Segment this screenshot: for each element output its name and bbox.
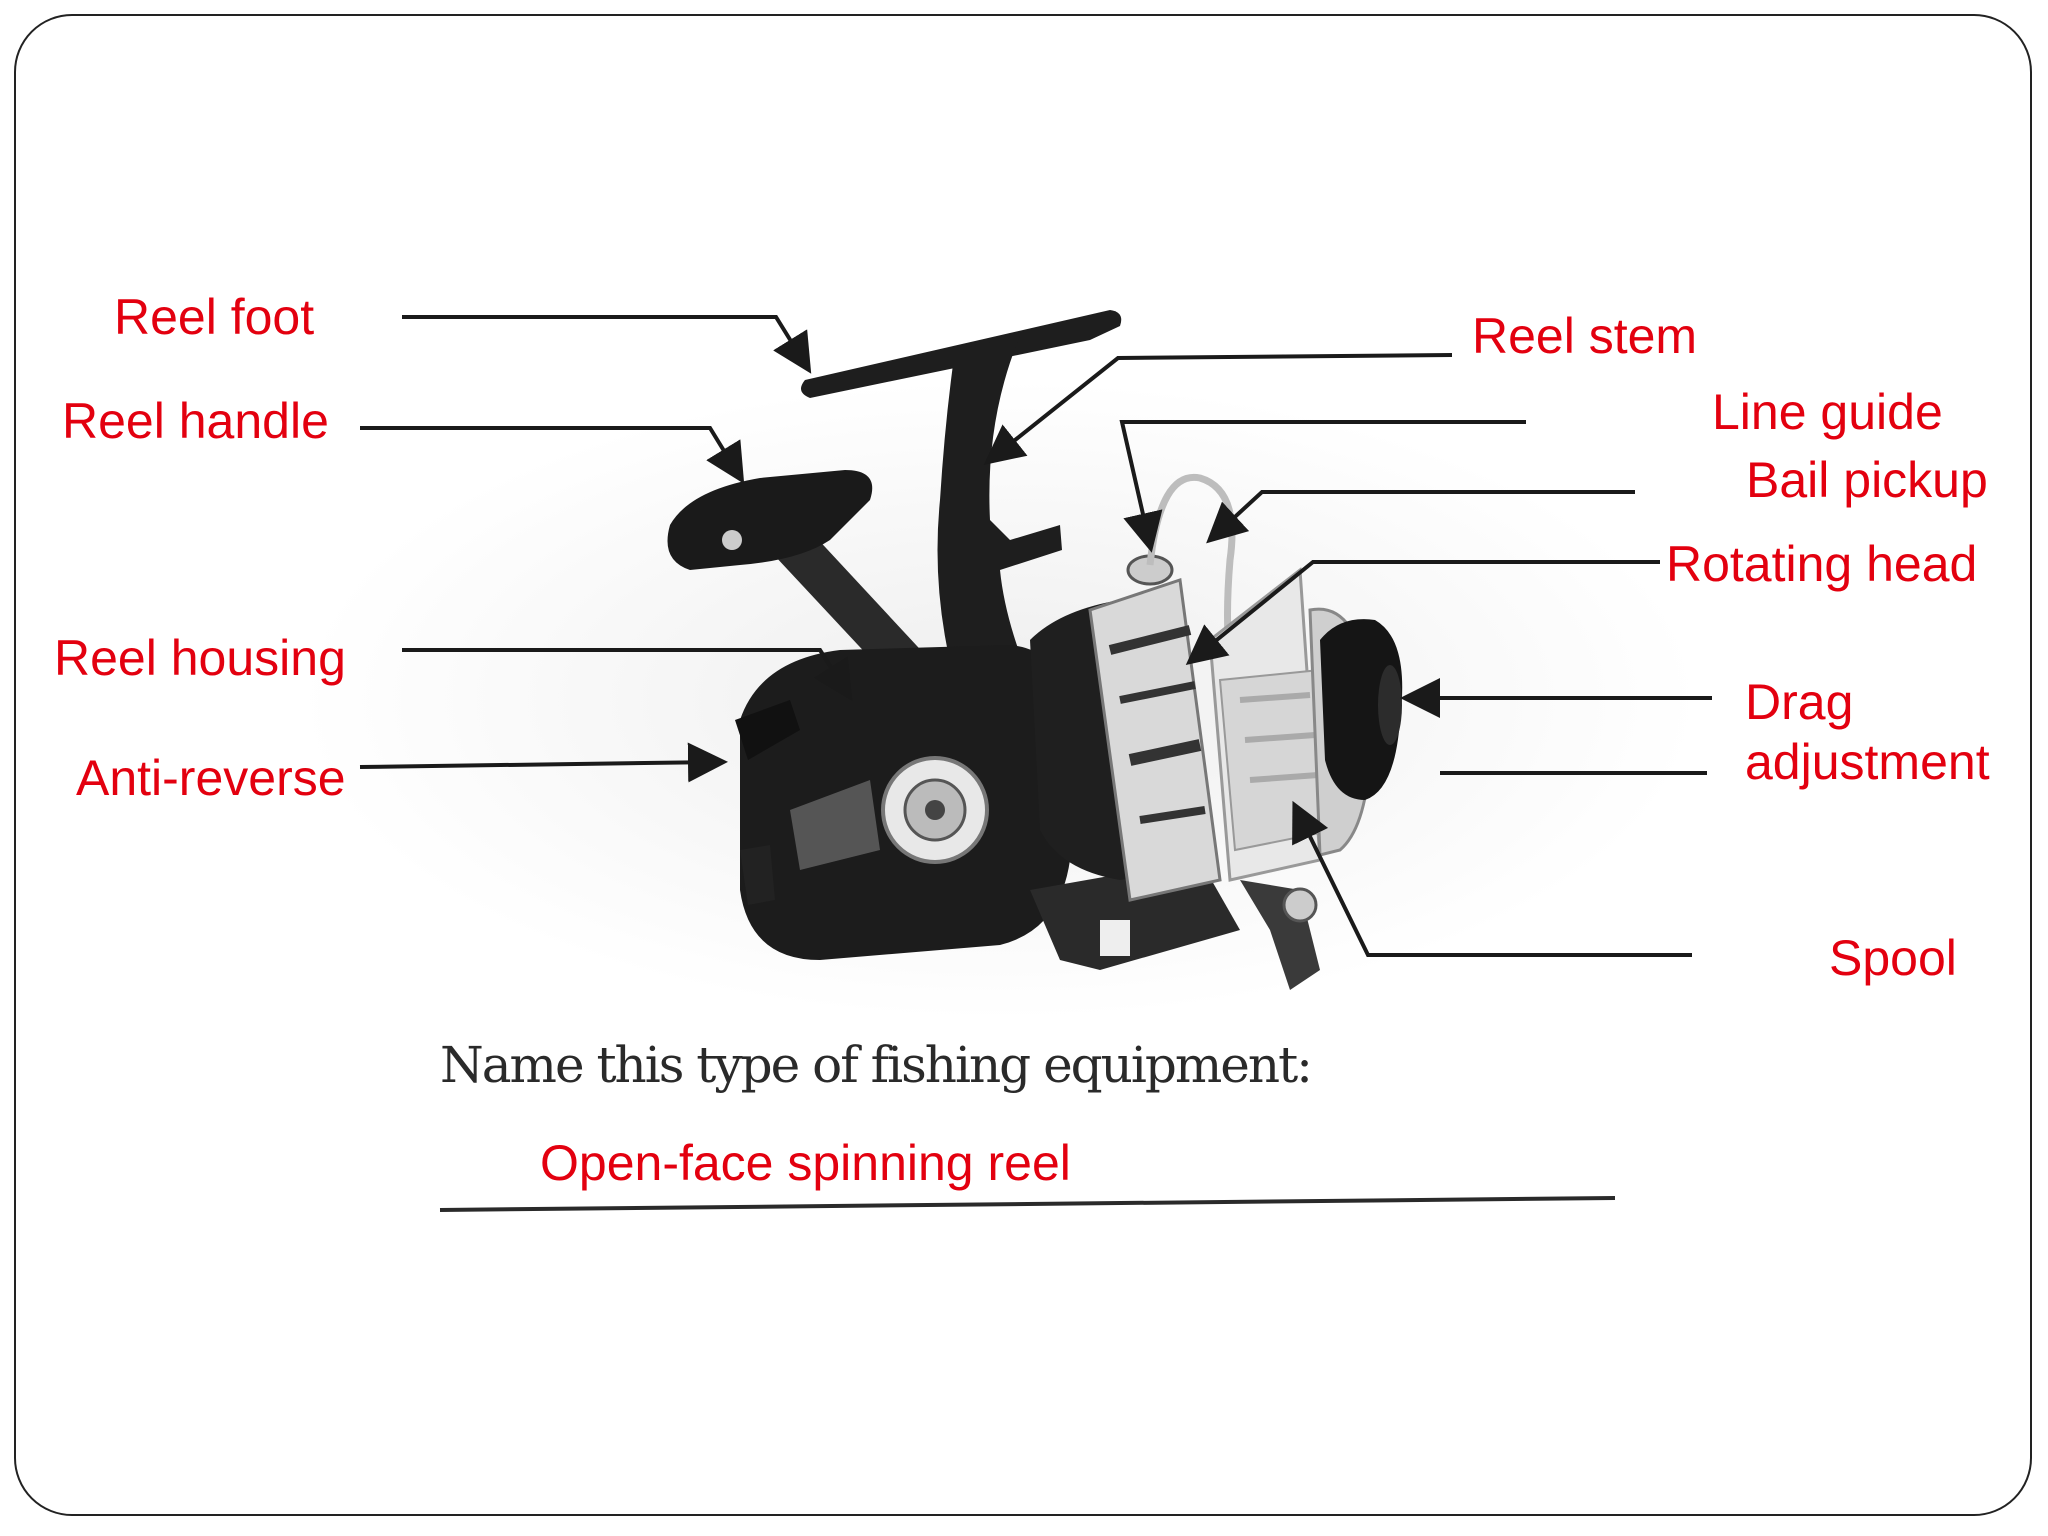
arrow-bail-pickup — [1206, 490, 1635, 544]
handle-arm — [760, 520, 930, 690]
answer-underline — [439, 1196, 1616, 1212]
arrow-spool — [1292, 800, 1692, 957]
arrow-reel-housing — [402, 648, 853, 701]
arrow-anti-reverse — [359, 742, 728, 783]
label-spool: Spool — [1829, 930, 1957, 986]
bail-wire — [1146, 473, 1236, 661]
arrow-reel-foot — [402, 315, 812, 374]
arrow-rotating-head — [1185, 560, 1660, 666]
label-reel-handle: Reel handle — [62, 393, 329, 449]
label-bail-pickup: Bail pickup — [1746, 452, 1988, 508]
label-drag: Drag — [1745, 674, 1854, 730]
label-anti-reverse: Anti-reverse — [76, 750, 346, 806]
question-text: Name this type of fishing equipment: — [440, 1036, 1313, 1094]
label-reel-stem: Reel stem — [1472, 308, 1698, 364]
label-reel-housing: Reel housing — [54, 630, 346, 686]
arrow-line-guide — [1119, 420, 1526, 553]
arrow-reel-stem — [983, 353, 1453, 465]
label-rotating-head: Rotating head — [1666, 536, 1978, 592]
answer-text: Open-face spinning reel — [540, 1135, 1071, 1191]
anti-reverse-lever — [735, 700, 800, 760]
label-adjustment: adjustment — [1745, 734, 1990, 790]
spinning-reel-illustration — [667, 310, 1403, 990]
reel-stem-part — [937, 336, 1062, 700]
reel-handle-knob — [667, 470, 873, 570]
drag-knob — [1320, 619, 1403, 800]
label-line-guide: Line guide — [1712, 384, 1943, 440]
label-reel-foot: Reel foot — [114, 289, 315, 345]
leader-lines — [359, 315, 1712, 957]
arrow-reel-handle — [360, 426, 745, 484]
